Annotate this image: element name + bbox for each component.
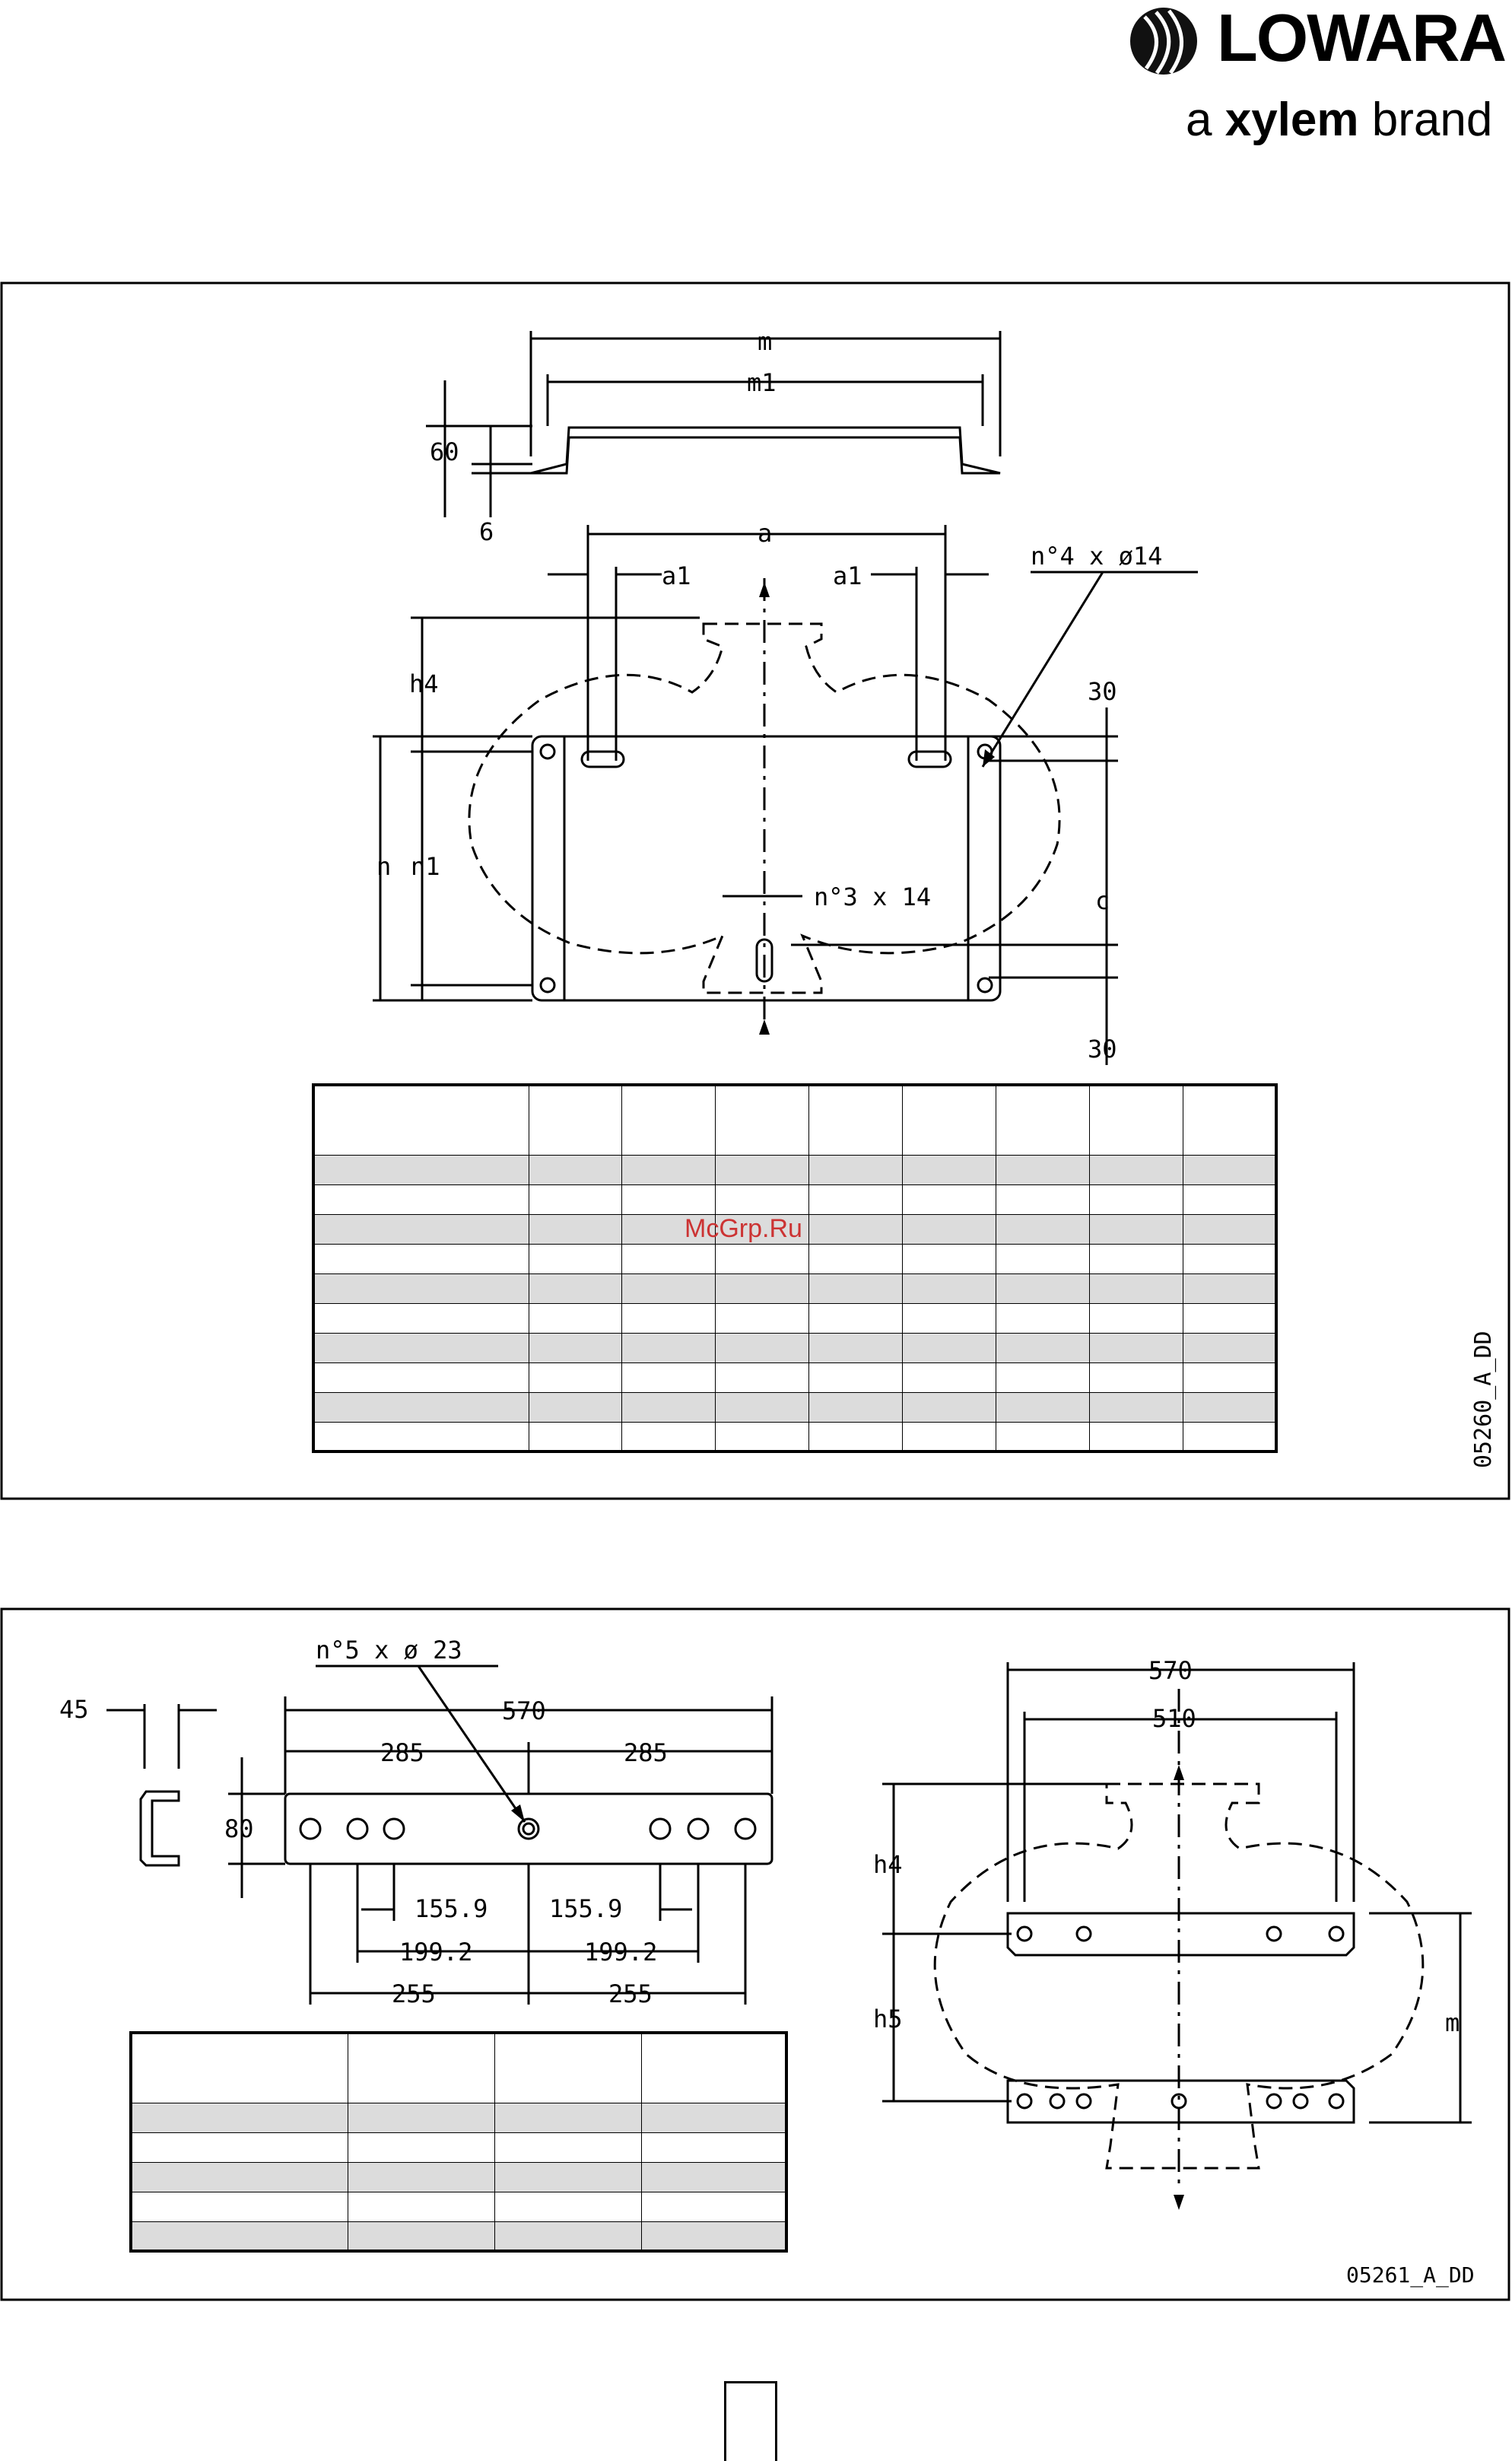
brand-logo: LOWARA a xylem brand <box>1114 0 1510 152</box>
profile-side-view <box>530 426 1001 475</box>
dim-n: n <box>376 852 391 881</box>
dim-m-right: m <box>1445 2008 1460 2037</box>
base-plate <box>531 735 1002 1002</box>
dim-a: a <box>758 519 772 548</box>
dim-m1: m1 <box>747 368 777 397</box>
dim-6: 6 <box>479 517 494 546</box>
dim-h5: h5 <box>873 2005 903 2033</box>
figure1-drawing: m m1 60 6 a a1 a1 n°4 x ø14 h4 30 n n1 n… <box>0 281 1510 1500</box>
dim-a1-left: a1 <box>662 561 691 590</box>
dim-30-top: 30 <box>1088 677 1117 706</box>
lower-bar <box>1006 2079 1355 2124</box>
figure2-table <box>129 2031 788 2253</box>
figure2-frame <box>0 1607 1510 2301</box>
dim-155-left: 155.9 <box>415 1894 488 1923</box>
dim-60: 60 <box>430 437 459 466</box>
dim-285-left: 285 <box>380 1738 424 1767</box>
dim-285-right: 285 <box>624 1738 668 1767</box>
dim-h4-right: h4 <box>873 1850 903 1879</box>
pump-outline-2 <box>933 1782 1425 2170</box>
dim-45: 45 <box>59 1695 89 1724</box>
upper-bar <box>1006 1912 1355 1957</box>
watermark: McGrp.Ru <box>685 1214 802 1243</box>
dim-30-bottom: 30 <box>1088 1035 1117 1064</box>
figure1-code: 05260_A_DD <box>1470 1331 1497 1468</box>
figure1-frame <box>0 281 1510 1500</box>
dim-c: c <box>1095 886 1110 915</box>
figure2-code: 05261_A_DD <box>1346 2262 1475 2288</box>
figure1-table <box>312 1083 1278 1453</box>
dim-199-right: 199.2 <box>584 1938 657 1967</box>
figure2-drawing: n°5 x ø 23 45 80 570 285 285 155.9 155.9… <box>0 1607 1510 2301</box>
dim-255-right: 255 <box>608 1979 653 2008</box>
label-holes-5x23: n°5 x ø 23 <box>316 1636 462 1665</box>
pump-outline <box>468 622 1061 994</box>
label-holes-4x14: n°4 x ø14 <box>1031 542 1162 571</box>
cross-bar <box>284 1792 773 1865</box>
dim-h4: h4 <box>409 669 439 698</box>
brand-name: LOWARA <box>1217 0 1507 75</box>
dim-a1-right: a1 <box>833 561 862 590</box>
dim-255-left: 255 <box>392 1979 436 2008</box>
dim-570-right: 570 <box>1148 1656 1193 1685</box>
lowara-emblem-icon <box>1130 8 1197 75</box>
page-number-box <box>724 2381 777 2461</box>
dim-80: 80 <box>224 1814 254 1843</box>
dim-510: 510 <box>1152 1704 1196 1733</box>
label-slots-3x14: n°3 x 14 <box>814 882 931 911</box>
brand-tagline: a xylem brand <box>1186 94 1493 146</box>
dim-n1: n1 <box>411 852 440 881</box>
dim-155-right: 155.9 <box>549 1894 622 1923</box>
dim-m: m <box>758 327 772 356</box>
dim-199-left: 199.2 <box>399 1938 472 1967</box>
dim-570: 570 <box>502 1696 546 1725</box>
channel-profile <box>139 1790 180 1867</box>
